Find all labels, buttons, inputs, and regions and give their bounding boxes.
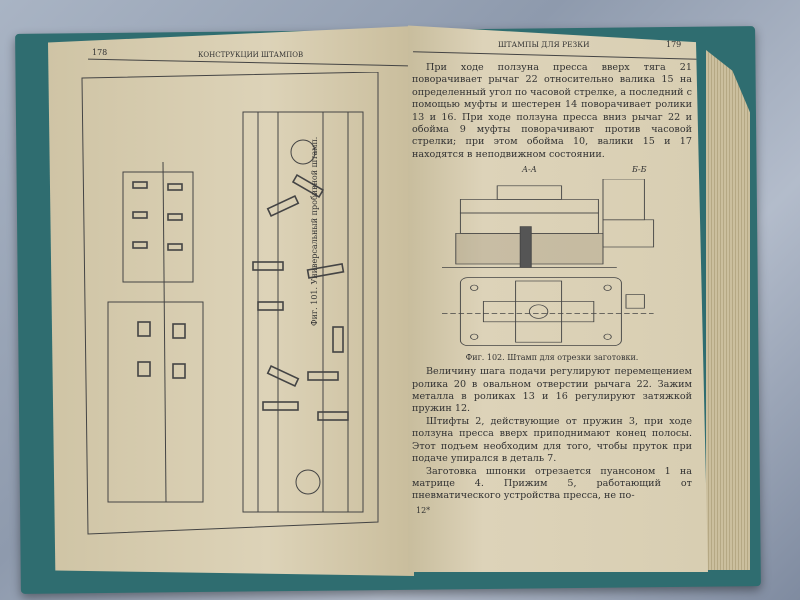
header-rule [413, 51, 698, 60]
paragraph: Заготовка шпонки отрезается пуансоном 1 … [412, 465, 692, 502]
paragraph: Штифты 2, действующие от пружин 3, при х… [412, 415, 692, 465]
figure-101-drawing [81, 72, 379, 535]
signature-mark: 12* [416, 505, 431, 515]
page-number: 179 [666, 40, 682, 49]
figure-102-drawing [442, 179, 655, 347]
header-rule [88, 58, 408, 67]
section-labels: А-А Б-Б [412, 165, 692, 177]
paragraph: При ходе ползуна пресса вверх тяга 21 по… [412, 62, 692, 160]
left-page: 178 КОНСТРУКЦИИ ШТАМПОВ [48, 26, 414, 576]
figure-caption: Фиг. 102. Штамп для отрезки заготовки. [465, 353, 639, 363]
section-label-b: Б-Б [632, 165, 647, 175]
page-edges [706, 50, 750, 570]
figure-caption: Фиг. 101. Универсальный пробивной штамп. [310, 136, 319, 326]
section-label-a: А-А [522, 165, 537, 175]
running-head: ШТАМПЫ ДЛЯ РЕЗКИ [498, 40, 590, 49]
right-page-body: При ходе ползуна пресса вверх тяга 21 по… [412, 62, 692, 515]
right-page: ШТАМПЫ ДЛЯ РЕЗКИ 179 При ходе ползуна пр… [408, 25, 708, 572]
page-number: 178 [92, 48, 108, 57]
running-head: КОНСТРУКЦИИ ШТАМПОВ [198, 51, 304, 59]
paragraph: Величину шага подачи регулируют перемеще… [412, 366, 692, 415]
